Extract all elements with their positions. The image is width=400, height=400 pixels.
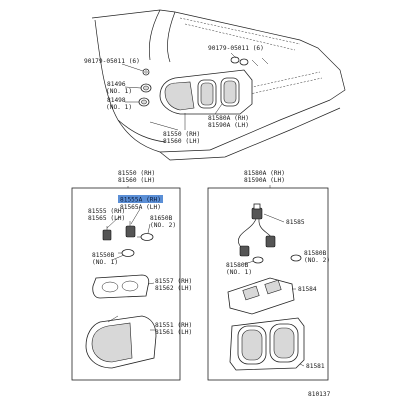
label-90179-05011-top: 90179-05011 (6): [208, 45, 264, 52]
label-81560-lh-top: 81560 (LH): [163, 138, 200, 145]
lens-81581: [229, 317, 305, 371]
gasket-81584: [227, 277, 295, 315]
label-81650b: 81650B: [150, 215, 173, 222]
label-81550b-no1: (NO. 1): [92, 259, 118, 266]
left-box-header-lh: 81560 (LH): [118, 177, 155, 184]
label-81580a-rh-top: 81580A (RH): [208, 115, 249, 122]
highlight-label-rh: 81555A (RH): [120, 197, 161, 204]
socket-81555a: [125, 221, 136, 238]
top-leader-lines: [121, 52, 237, 131]
label-81555-rh: 81555 (RH): [88, 208, 125, 215]
socket-81555: [102, 226, 112, 241]
label-81565-lh: 81565 (LH): [88, 215, 125, 222]
gasket-81557: [92, 274, 150, 299]
label-81561-lh: 81561 (LH): [155, 329, 192, 336]
label-81550b: 81550B: [92, 252, 115, 259]
label-81580b-right: 81580B: [304, 250, 327, 257]
clip-90179-05011: [142, 68, 150, 76]
label-81496: 81496: [107, 81, 126, 88]
socket-81498: [138, 97, 150, 107]
label-81581: 81581: [306, 363, 325, 370]
clip-90179-05011-top: [230, 56, 249, 66]
label-81498: 81498: [107, 97, 126, 104]
bulb-81580b-no2: [290, 254, 302, 262]
highlight-box: [118, 195, 163, 203]
label-81580b-right-no2: (NO. 2): [304, 257, 330, 264]
lens-81551: [85, 315, 157, 369]
label-81562-lh: 81562 (LH): [155, 285, 192, 292]
label-81498-no1: (NO. 1): [106, 104, 132, 111]
label-81557-rh: 81557 (RH): [155, 278, 192, 285]
label-81580b-mid: 81580B: [226, 262, 249, 269]
label-90179-05011: 90179-05011 (6): [84, 58, 140, 65]
rear-combination-lamp-top: [159, 69, 253, 115]
label-81590a-lh-top: 81590A (LH): [208, 122, 249, 129]
right-parts-box: [207, 187, 329, 381]
left-box-header-rh: 81550 (RH): [118, 170, 155, 177]
left-parts-box: [71, 187, 181, 381]
right-box-header-lh: 81590A (LH): [244, 177, 285, 184]
bulb-81580b-no1: [252, 256, 264, 264]
label-81650b-no2: (NO. 2): [150, 222, 176, 229]
label-81551-rh: 81551 (RH): [155, 322, 192, 329]
label-81496-no1: (NO. 1): [106, 88, 132, 95]
figure-number: 810137: [308, 391, 331, 398]
label-81585: 81585: [286, 219, 305, 226]
socket-81496: [140, 83, 152, 93]
label-81584: 81584: [298, 286, 317, 293]
highlight-label-lh: 81565A (LH): [120, 204, 161, 211]
bulb-81550b: [118, 249, 135, 257]
wiring-harness-81585: [238, 203, 276, 257]
label-81580b-mid-no1: (NO. 1): [226, 269, 252, 276]
right-box-header-rh: 81580A (RH): [244, 170, 285, 177]
label-81550-rh-top: 81550 (RH): [163, 131, 200, 138]
bulb-81650b: [137, 233, 154, 241]
